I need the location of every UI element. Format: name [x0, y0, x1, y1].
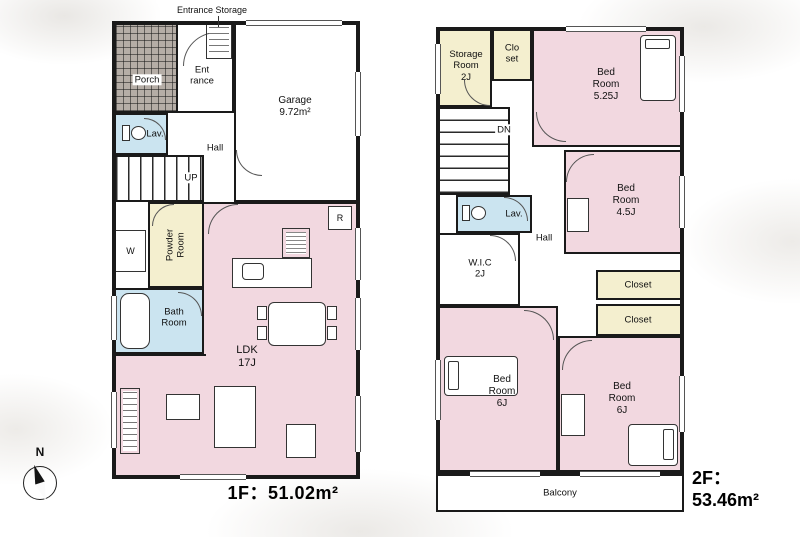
- window: [679, 56, 685, 112]
- window: [111, 296, 117, 340]
- window: [355, 298, 361, 350]
- outer-wall-2f: [436, 27, 684, 474]
- stairs-2f: [440, 107, 510, 195]
- storage-room-label: Storage Room 2J: [449, 48, 483, 83]
- rug-icon: [286, 424, 316, 458]
- compass-north-label: N: [35, 445, 45, 459]
- garage-shutter-window: [246, 20, 342, 26]
- stairs-dn-label: DN: [495, 124, 513, 136]
- bedroom-45-label: Bed Room 4.5J: [612, 183, 640, 218]
- wic-label: W.I.C 2J: [468, 257, 492, 280]
- toilet-tank: [462, 205, 470, 221]
- bed-icon: [640, 35, 676, 101]
- closet-small-label: Clo set: [504, 42, 520, 65]
- window: [435, 360, 441, 420]
- window: [679, 176, 685, 228]
- window: [679, 376, 685, 432]
- bedroom-6-left-label: Bed Room 6J: [488, 374, 516, 409]
- window: [566, 26, 646, 32]
- entrance-storage-note: Entrance Storage: [177, 5, 248, 15]
- chair-icon: [257, 326, 267, 340]
- garage-label: Garage 9.72m²: [278, 95, 312, 118]
- floor2-area-label: 2F： 53.46m²: [692, 468, 760, 510]
- window: [355, 228, 361, 280]
- balcony-door-window: [580, 471, 660, 477]
- refrigerator-box: R: [328, 206, 352, 230]
- toilet-icon: [122, 124, 148, 142]
- room-closet-small: [492, 31, 532, 81]
- lavatory-2f-label: Lav.: [505, 208, 523, 220]
- balcony-label: Balcony: [543, 487, 577, 499]
- washer-box: W: [116, 230, 146, 272]
- bed-icon: [628, 424, 678, 466]
- toilet-bowl: [471, 206, 486, 220]
- balcony: [436, 474, 684, 512]
- window: [180, 474, 246, 480]
- powder-room-label: Powder Room: [164, 228, 187, 262]
- balcony-door-window: [470, 471, 540, 477]
- window: [355, 72, 361, 136]
- ldk-label: LDK 17J: [236, 343, 258, 369]
- room-closet-upper: [596, 270, 680, 300]
- refrigerator-label: R: [336, 213, 344, 223]
- bedroom-6-right-label: Bed Room 6J: [608, 381, 636, 416]
- chair-icon: [327, 326, 337, 340]
- low-table-icon: [166, 394, 200, 420]
- leader-line: [218, 16, 219, 27]
- room-closet-lower: [596, 304, 680, 336]
- sofa-icon: [214, 386, 256, 448]
- closet-upper-label: Closet: [624, 279, 652, 291]
- room-porch: [116, 25, 178, 113]
- toilet-icon: [462, 204, 488, 222]
- bed-icon: [444, 356, 518, 396]
- kitchen-note-box: [282, 228, 310, 258]
- compass-circle: [23, 466, 57, 500]
- bath-room-label: Bath Room: [161, 306, 187, 329]
- tv-board-icon: [120, 388, 140, 454]
- entrance-storage-closet: [206, 25, 232, 59]
- closet-lower-label: Closet: [624, 314, 652, 326]
- chair-icon: [257, 306, 267, 320]
- dining-table-icon: [268, 302, 326, 346]
- kitchen-sink: [242, 263, 264, 280]
- toilet-bowl: [131, 126, 146, 140]
- chair-icon: [327, 306, 337, 320]
- bedroom-525-label: Bed Room 5.25J: [592, 67, 620, 102]
- desk-icon: [561, 394, 585, 436]
- window: [435, 44, 441, 94]
- pillow-icon: [448, 361, 459, 390]
- pillow-icon: [645, 39, 670, 49]
- floor1-area-label: 1F：51.02m²: [227, 483, 339, 503]
- entrance-label: Ent rance: [190, 64, 214, 87]
- lavatory-1f-label: Lav.: [146, 128, 164, 140]
- bathtub-icon: [120, 293, 150, 349]
- toilet-tank: [122, 125, 130, 141]
- window: [111, 392, 117, 448]
- hall-1f-label: Hall: [206, 142, 224, 154]
- porch-label: Porch: [132, 74, 162, 86]
- window: [355, 396, 361, 452]
- hall-2f-label: Hall: [535, 232, 553, 244]
- washer-label: W: [126, 246, 135, 256]
- desk-icon: [567, 198, 589, 232]
- stairs-up-label: UP: [182, 172, 200, 184]
- pillow-icon: [663, 429, 674, 460]
